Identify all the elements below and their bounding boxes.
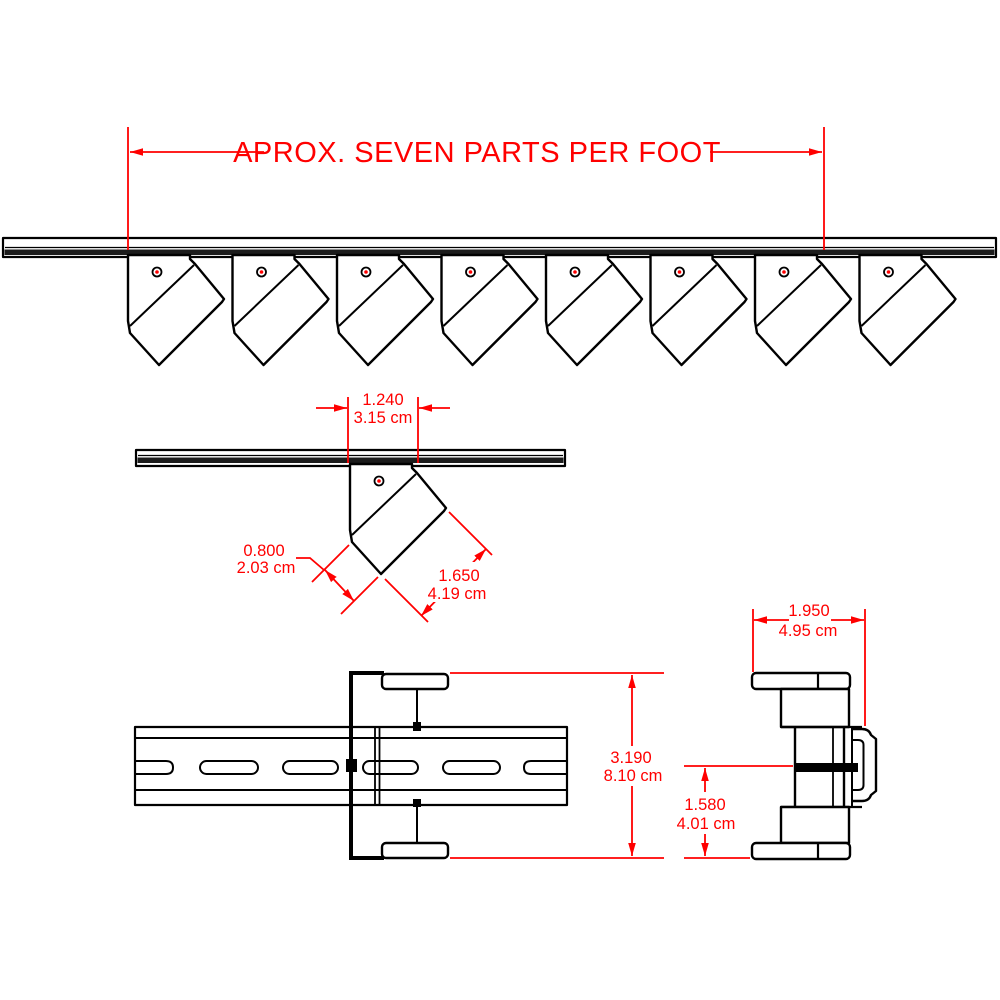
rail-slot [362,760,419,775]
spacing-note-text: APROX. SEVEN PARTS PER FOOT [233,137,721,169]
dim-text-in: 3.190 [610,749,651,767]
leader-line [296,557,325,571]
dim-text-in: 1.950 [788,602,829,620]
hanging-part-2 [231,253,330,367]
dim-text-in: 0.800 [243,542,284,560]
clip-tab [413,799,421,807]
dim-text-cm: 4.19 cm [428,585,487,603]
hanging-part-7 [753,253,853,367]
rail-slot [282,760,339,775]
top-flange [380,672,450,691]
hanging-part-6 [649,253,748,367]
extension-line [384,578,429,623]
dim-text-in: 1.580 [684,796,725,814]
rail-segment-band [137,457,564,463]
dim-text-cm: 3.15 cm [354,409,413,427]
single-part-view [134,448,567,576]
bottom-flange [380,841,450,860]
detail-part [348,462,448,576]
dim-overall-width: 1.950 4.95 cm [752,602,866,726]
rail-slot-cut [135,760,174,775]
dimension-line [324,569,355,602]
extension-line [448,511,493,556]
hanging-part-5 [544,253,644,367]
din-rail-end-view [750,671,878,861]
text-backing [674,792,736,834]
hanging-part-1 [126,253,226,367]
rail-clip-inner [852,739,865,791]
dim-overall-length: 3.190 8.10 cm [450,672,664,859]
din-rail-top-view [133,671,569,860]
hanging-part-4 [440,253,539,367]
rail-clip-outer [852,727,878,803]
dim-text-cm: 2.03 cm [237,559,296,577]
clip-tab [413,722,421,731]
hanging-part-8 [858,253,957,367]
dim-body-width: 0.800 2.03 cm [237,542,379,615]
dim-mount-width: 1.240 3.15 cm [316,391,450,463]
text-backing [602,746,664,786]
dim-text-cm: 4.01 cm [677,815,736,833]
bottom-flange-end [750,841,852,861]
dim-text-in: 1.650 [438,567,479,585]
lower-block [779,805,851,845]
clamp-part-plan [346,671,450,860]
dim-rail-to-base: 1.580 4.01 cm [674,765,793,859]
dim-text-in: 1.240 [362,391,403,409]
dim-body-length: 1.650 4.19 cm [384,511,493,623]
dim-text-cm: 8.10 cm [604,767,663,785]
rail-slot-cut [523,760,567,775]
rail-slot [442,760,501,775]
text-backing [426,562,492,602]
dim-parts-per-foot: APROX. SEVEN PARTS PER FOOT [127,127,825,250]
extension-line [340,576,379,615]
rail-slot [199,760,259,775]
top-flange-end [750,671,852,691]
strip-assembly-view [1,236,998,367]
extension-line [311,544,350,583]
rail-edge-band [795,763,858,772]
hanging-part-3 [335,253,435,367]
dim-text-cm: 4.95 cm [779,622,838,640]
latch-block [346,759,357,772]
upper-block [779,687,851,729]
header-rail-band [4,249,995,255]
